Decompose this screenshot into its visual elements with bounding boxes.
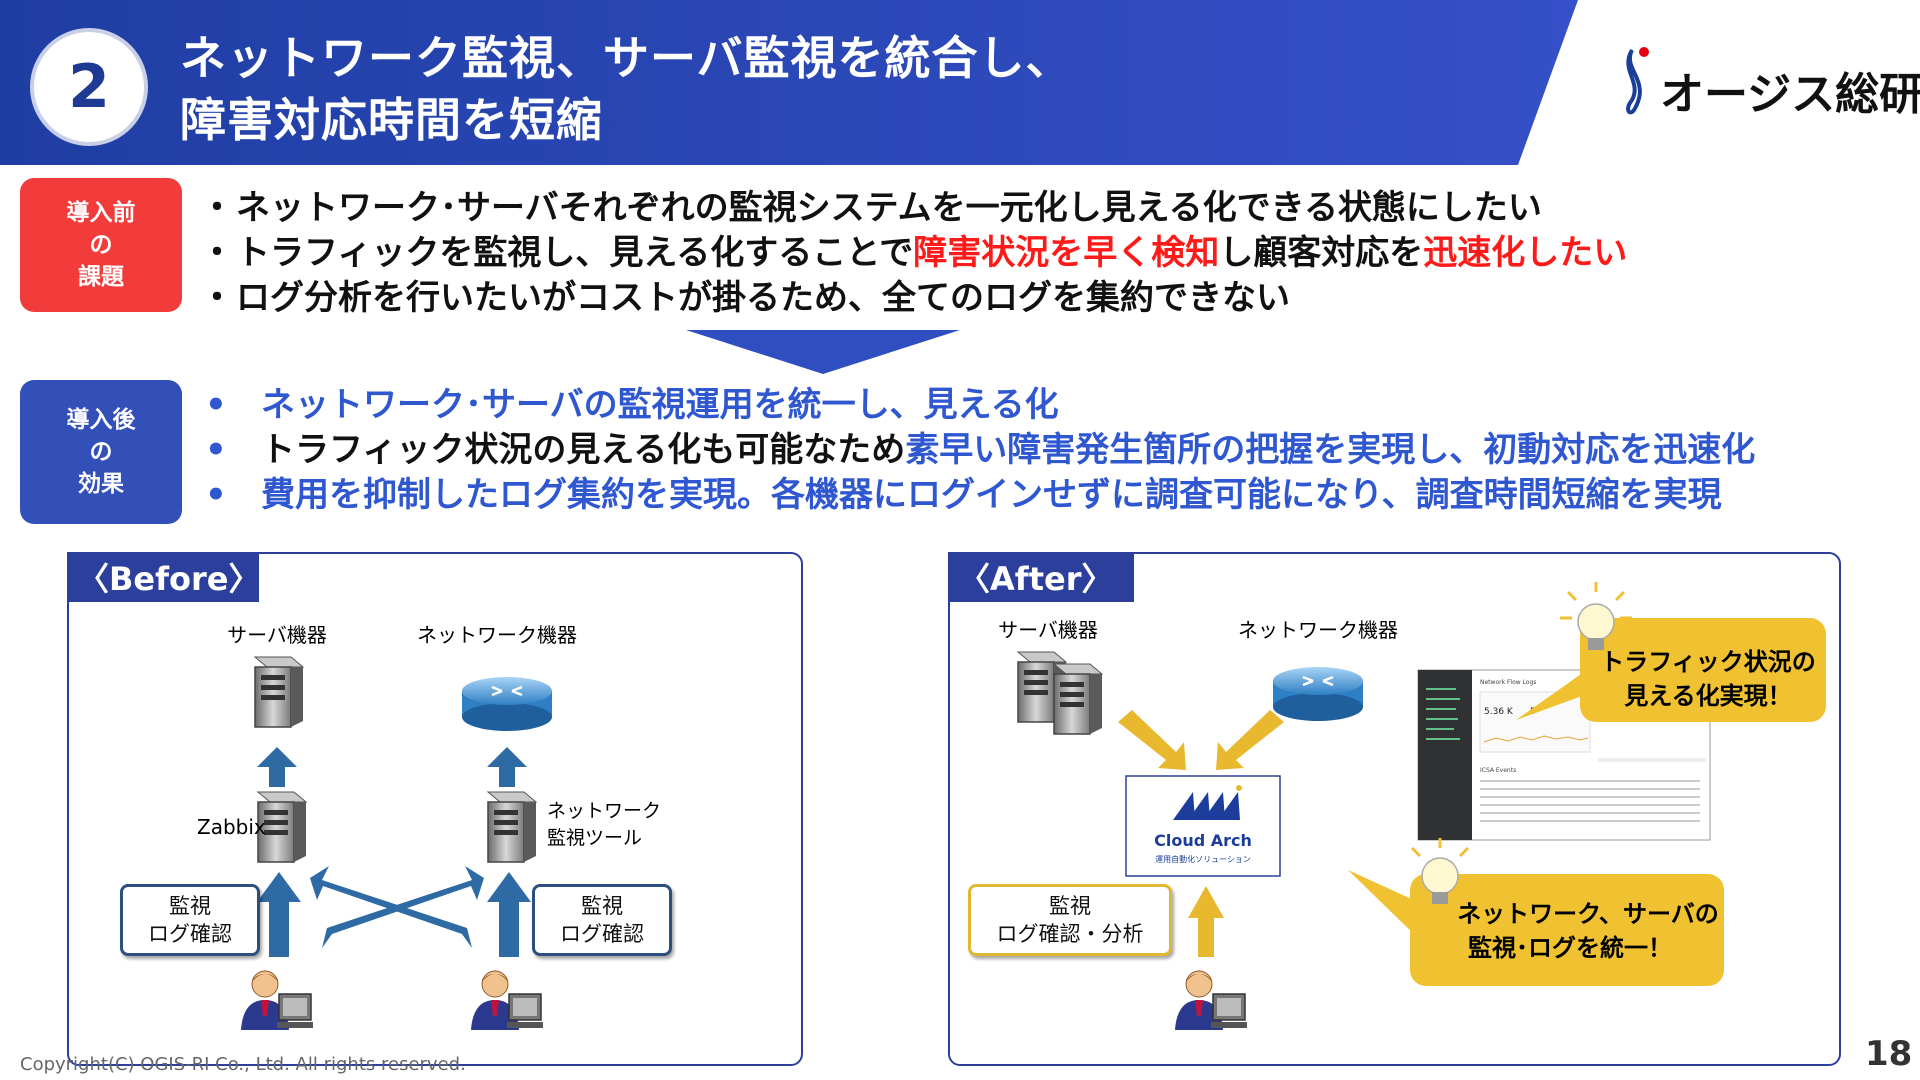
up-arrow-icon [257, 872, 301, 957]
callout-traffic [1516, 618, 1826, 722]
page-number: 18 [1865, 1034, 1913, 1074]
after-label-line: 効果 [78, 471, 124, 497]
operator-icon [470, 970, 544, 1031]
bullet-text: トラフィックを監視し、見える化することで [236, 233, 914, 273]
up-arrow-icon [487, 872, 531, 957]
operator-icon [240, 970, 314, 1031]
bullet-symbol: ・ [200, 233, 234, 273]
step-number-badge: 2 [30, 28, 148, 146]
before-label-line: 導入前 [66, 200, 136, 226]
up-arrow-icon [1188, 886, 1224, 957]
dashboard-table-title: ICSA Events [1480, 767, 1516, 774]
before-issues-label: 導入前 の 課題 [20, 178, 182, 312]
down-arrow-icon [686, 330, 960, 374]
before-network-label: ネットワーク機器 [417, 623, 577, 647]
bullet-symbol: ・ [200, 278, 234, 318]
diagonal-arrow-icon [1216, 710, 1284, 770]
diagonal-arrow-icon [1118, 710, 1186, 770]
bullet-symbol: ・ [200, 188, 234, 228]
after-diagram: サーバ機器 ネットワーク機器 Cloud Arch 運用自動化ソリューション N… [998, 582, 1826, 1031]
before-diagram: サーバ機器 ネットワーク機器 Zabbix ネットワーク 監視ツール [197, 623, 661, 1031]
bullet-text: 費用を抑制したログ集約を実現。各機器にログインせずに調査可能になり、調査時間短縮… [261, 475, 1722, 515]
company-logo-text: オージス総研 [1660, 69, 1920, 120]
before-server-label: サーバ機器 [227, 623, 327, 647]
before-left-monitor-box: 監視 ログ確認 [120, 884, 260, 956]
lightbulb-icon [1560, 582, 1632, 650]
box-line: ログ確認 [560, 922, 644, 946]
server-icon [1053, 663, 1103, 735]
bullet-text: ネットワーク･サーバの監視運用を統一し、見える化 [261, 385, 1059, 425]
after-effects-label: 導入後 の 効果 [20, 380, 182, 524]
page-title-line2: 障害対応時間を短縮 [180, 93, 603, 147]
server-icon [254, 656, 304, 728]
cloud-arch-box [1125, 775, 1281, 877]
before-bullet-1: ・ネットワーク･サーバそれぞれの監視システムを一元化し見える化できる状態にしたい [200, 180, 1542, 229]
copyright: Copyright(C) OGIS-RI Co., Ltd. All right… [20, 1054, 466, 1075]
header-band [0, 0, 1578, 165]
before-label-line: の [89, 232, 113, 258]
dashboard-metric: 5.36 K [1484, 707, 1514, 717]
before-bullet-2: ・トラフィックを監視し、見える化することで障害状況を早く検知し顧客対応を迅速化し… [200, 225, 1627, 274]
network-tool-server-icon [487, 791, 537, 863]
bullet-text: トラフィック状況の見える化も可能なため [261, 430, 906, 470]
callout-traffic-line: トラフィック状況の [1600, 648, 1816, 676]
callout-unify [1348, 870, 1724, 986]
bullet-text: し顧客対応を [1219, 233, 1424, 273]
network-tool-label-line: 監視ツール [547, 827, 642, 849]
up-arrow-icon [487, 747, 527, 787]
bullet-symbol: • [205, 385, 227, 425]
dashboard-title: Network Flow Logs [1480, 679, 1536, 686]
router-icon [460, 675, 554, 733]
bullet-highlight: 素早い障害発生箇所の把握を実現し、初動対応を迅速化 [905, 430, 1756, 470]
after-bullet-1: • ネットワーク･サーバの監視運用を統一し、見える化 [205, 377, 1059, 426]
cross-arrow-icon [310, 866, 472, 948]
operator-icon [1174, 970, 1248, 1031]
before-right-monitor-box: 監視 ログ確認 [532, 884, 672, 956]
box-line: ログ確認 [148, 922, 232, 946]
after-monitor-box: 監視 ログ確認・分析 [968, 884, 1172, 956]
before-bullet-3: ・ログ分析を行いたいがコストが掛るため、全てのログを集約できない [200, 270, 1290, 319]
cloud-arch-logo [1173, 785, 1242, 820]
callout-traffic-line: 見える化実現！ [1624, 682, 1791, 710]
callout-unify-line: ネットワーク、サーバの [1457, 900, 1719, 928]
after-bullet-2: • トラフィック状況の見える化も可能なため素早い障害発生箇所の把握を実現し、初動対… [205, 422, 1755, 471]
before-tab: 〈Before〉 [67, 552, 261, 602]
after-network-label: ネットワーク機器 [1238, 618, 1398, 642]
network-tool-label-line: ネットワーク [547, 800, 661, 822]
bullet-highlight: 障害状況を早く検知 [913, 233, 1220, 273]
box-line: ログ確認・分析 [996, 922, 1144, 946]
before-label-line: 課題 [78, 264, 124, 290]
after-server-label: サーバ機器 [998, 618, 1098, 642]
bullet-text: ネットワーク･サーバそれぞれの監視システムを一元化し見える化できる状態にしたい [236, 188, 1542, 228]
after-label-line: 導入後 [66, 407, 136, 433]
after-tab: 〈After〉 [948, 552, 1134, 602]
up-arrow-icon [257, 747, 297, 787]
bullet-text: ログ分析を行いたいがコストが掛るため、全てのログを集約できない [236, 278, 1290, 318]
bullet-symbol: • [205, 475, 227, 515]
company-logo-icon [1626, 47, 1649, 115]
bullet-symbol: • [205, 430, 227, 470]
zabbix-label: Zabbix [197, 815, 266, 839]
callout-unify-line: 監視･ログを統一！ [1468, 934, 1672, 962]
box-line: 監視 [169, 894, 211, 918]
box-line: 監視 [1049, 894, 1091, 918]
bullet-highlight: 迅速化したい [1423, 233, 1628, 273]
box-line: 監視 [581, 894, 623, 918]
lightbulb-icon [1410, 838, 1470, 904]
cloud-arch-name: Cloud Arch [1154, 831, 1252, 850]
router-icon [1271, 665, 1365, 723]
cloud-arch-subtitle: 運用自動化ソリューション [1155, 854, 1251, 864]
after-label-line: の [89, 439, 113, 465]
after-bullet-3: • 費用を抑制したログ集約を実現。各機器にログインせずに調査可能になり、調査時間短… [205, 467, 1722, 516]
before-diagram-panel [67, 552, 803, 1066]
page-title-line1: ネットワーク監視、サーバ監視を統合し、 [180, 31, 1073, 85]
